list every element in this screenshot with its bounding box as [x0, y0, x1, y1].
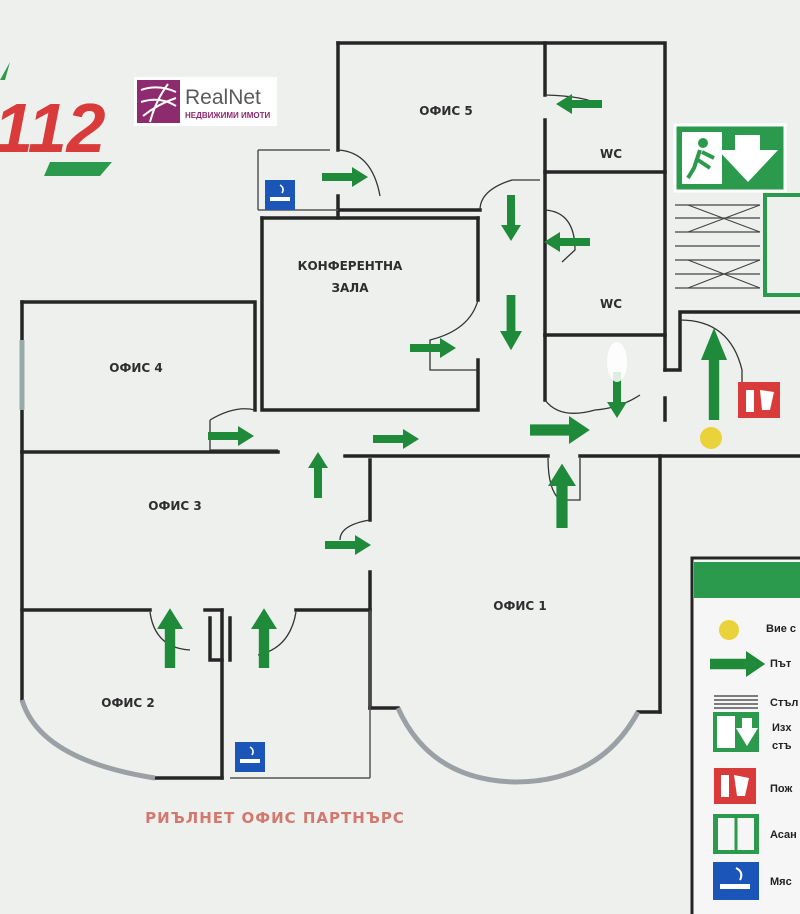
- company-footer: РИЪЛНЕТ ОФИС ПАРТНЪРС: [145, 809, 405, 827]
- legend-smoking-label: Мяс: [770, 876, 792, 888]
- legend-staircase-label: Стъл: [770, 697, 798, 709]
- label-conference-line2: ЗАЛА: [331, 281, 369, 295]
- thin-walls: [19, 149, 371, 779]
- glare-spot: [607, 342, 627, 382]
- legend-elevator-icon: [713, 814, 759, 854]
- you-are-here-icon: [700, 427, 722, 449]
- smoking-area-icon: [265, 180, 295, 210]
- label-office-2: ОФИС 2: [101, 696, 154, 710]
- legend-escape-route-label: Път: [770, 658, 792, 670]
- emergency-number: 112: [0, 89, 106, 167]
- legend-fire-extinguisher-icon: [714, 768, 756, 804]
- legend-you-are-here-icon: [719, 620, 739, 640]
- emergency-exit-sign: [673, 123, 787, 193]
- label-office-1: ОФИС 1: [493, 599, 546, 613]
- legend-extinguisher-label: Пож: [770, 783, 792, 795]
- label-wc-2: WC: [600, 297, 622, 311]
- staircase: [675, 193, 800, 297]
- legend-exit-label-2: стъ: [772, 740, 792, 752]
- realnet-logo: RealNet НЕДВИЖИМИ ИМОТИ: [134, 77, 277, 126]
- realnet-tagline: НЕДВИЖИМИ ИМОТИ: [185, 111, 270, 120]
- smoking-area-icon-2: [235, 742, 265, 772]
- realnet-brand: RealNet: [185, 86, 261, 109]
- legend-exit-label: Изх: [772, 722, 792, 734]
- legend-you-are-here-label: Вие с: [766, 623, 796, 635]
- curved-walls: [19, 699, 641, 785]
- legend-staircase-icon: [714, 695, 758, 709]
- door-swings: [149, 94, 743, 656]
- label-conference-line1: КОНФЕРЕНТНА: [298, 259, 403, 273]
- legend-elevator-label: Асан: [770, 829, 797, 841]
- legend: Вие с Път Стъл Изх стъ Пож Асан: [690, 556, 800, 914]
- fire-extinguisher-icon: [738, 382, 780, 418]
- label-wc-1: WC: [600, 147, 622, 161]
- label-office-4: ОФИС 4: [109, 361, 162, 375]
- emergency-112-logo: 112: [0, 62, 112, 176]
- walls: [20, 41, 800, 780]
- label-office-5: ОФИС 5: [419, 104, 472, 118]
- label-office-3: ОФИС 3: [148, 499, 201, 513]
- legend-emergency-exit-icon: [713, 712, 759, 752]
- legend-smoking-icon: [713, 862, 759, 900]
- room-labels: ОФИС 5 WC WC КОНФЕРЕНТНА ЗАЛА ОФИС 4 ОФИ…: [101, 104, 622, 710]
